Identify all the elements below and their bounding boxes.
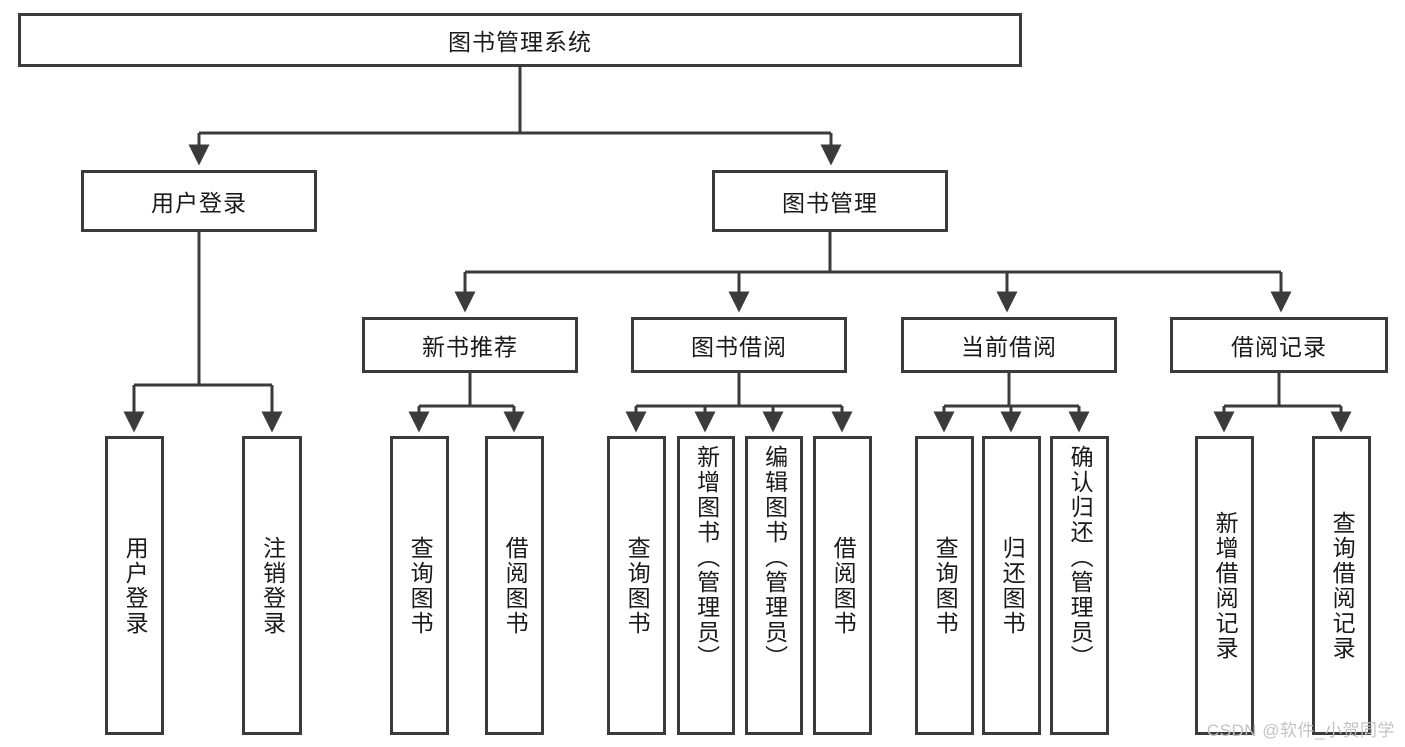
node-borrow-records[interactable]: 借阅记录 <box>1170 317 1388 373</box>
leaf-label: 借阅图书 <box>502 535 529 636</box>
leaf-return-books[interactable]: 归还图书 <box>982 436 1041 735</box>
leaf-label: 注销登录 <box>259 535 286 636</box>
leaf-borrow-books-newbooks[interactable]: 借阅图书 <box>485 436 544 735</box>
leaf-query-books-newbooks[interactable]: 查询图书 <box>390 436 449 735</box>
leaf-label: 归还图书 <box>999 535 1026 636</box>
leaf-confirm-return-admin[interactable]: 确认归还（管理员） <box>1050 436 1109 735</box>
link-newbooks-to-leaves <box>408 373 525 433</box>
leaf-label: 查询借阅记录 <box>1329 510 1356 661</box>
node-book-management[interactable]: 图书管理 <box>712 170 948 232</box>
leaf-label: 查询图书 <box>624 535 651 636</box>
leaf-label: 确认归还（管理员） <box>1067 445 1094 670</box>
leaf-user-login[interactable]: 用户登录 <box>105 436 164 735</box>
leaf-label: 新增借阅记录 <box>1212 510 1239 661</box>
leaf-add-book-admin[interactable]: 新增图书（管理员） <box>677 436 735 735</box>
node-book-borrow[interactable]: 图书借阅 <box>631 317 847 373</box>
leaf-add-borrow-record[interactable]: 新增借阅记录 <box>1195 436 1254 735</box>
leaf-label: 查询图书 <box>407 535 434 636</box>
node-user-login[interactable]: 用户登录 <box>81 170 317 232</box>
leaf-label: 查询图书 <box>932 535 959 636</box>
leaf-label: 新增图书（管理员） <box>693 445 720 670</box>
link-current-to-leaves <box>933 373 1090 433</box>
leaf-borrow-books-borrow[interactable]: 借阅图书 <box>813 436 872 735</box>
leaf-label: 借阅图书 <box>830 535 857 636</box>
link-books-to-level3 <box>454 232 1292 313</box>
node-current-borrow[interactable]: 当前借阅 <box>901 317 1117 373</box>
leaf-query-books-borrow[interactable]: 查询图书 <box>607 436 666 735</box>
leaf-label: 编辑图书（管理员） <box>761 445 788 670</box>
leaf-query-borrow-record[interactable]: 查询借阅记录 <box>1312 436 1371 735</box>
link-root-to-level2 <box>188 67 842 166</box>
node-root[interactable]: 图书管理系统 <box>18 13 1022 67</box>
leaf-label: 用户登录 <box>122 535 149 636</box>
leaf-logout[interactable]: 注销登录 <box>242 436 302 735</box>
link-records-to-leaves <box>1213 373 1352 433</box>
leaf-edit-book-admin[interactable]: 编辑图书（管理员） <box>745 436 803 735</box>
link-borrow-to-leaves <box>625 373 853 433</box>
node-new-book-recommend[interactable]: 新书推荐 <box>362 317 578 373</box>
leaf-query-books-current[interactable]: 查询图书 <box>915 436 974 735</box>
link-login-to-leaves <box>123 232 283 433</box>
